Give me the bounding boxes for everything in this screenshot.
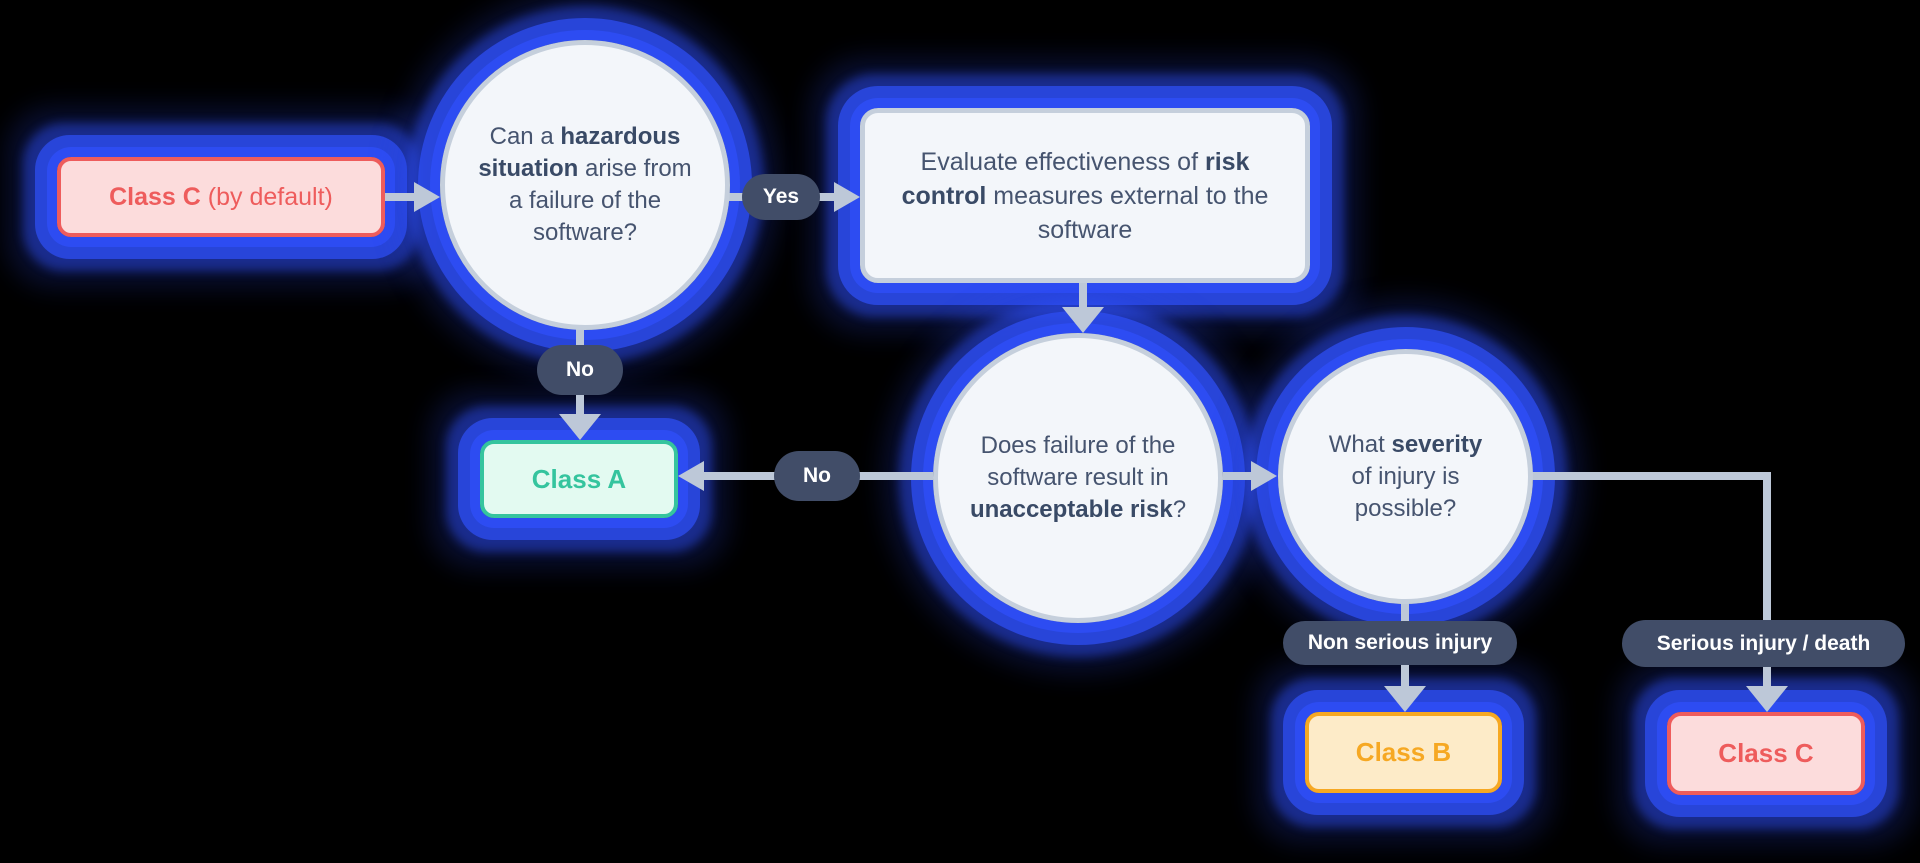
- arrowhead-no-to-classa: [559, 414, 601, 440]
- class-c-default-label: Class C (by default): [109, 182, 333, 211]
- decision-unacceptable-risk: Does failure of the software result in u…: [933, 333, 1223, 623]
- class-a-label: Class A: [531, 463, 627, 494]
- arrowhead-yes-to-evaluate: [834, 182, 860, 212]
- arrow-classc-to-hazard-shaft: [385, 193, 416, 201]
- arrow-risk-to-severity-shaft: [1223, 472, 1253, 480]
- class-c-label: Class C: [1718, 738, 1814, 768]
- arrow-severity-elbow-vertical: [1763, 472, 1771, 622]
- edge-label-serious-injury-death: Serious injury / death: [1622, 620, 1905, 667]
- arrow-yes-to-evaluate-shaft: [816, 193, 836, 201]
- arrow-hazard-to-no-shaft: [576, 329, 584, 347]
- class-b-label: Class B: [1355, 737, 1452, 767]
- node-class-c-default: Class C (by default): [57, 157, 385, 237]
- arrowhead-classc-to-hazard: [414, 182, 440, 212]
- arrow-risk-to-no-shaft: [856, 472, 933, 480]
- edge-label-no-risk: No: [774, 451, 860, 501]
- edge-label-yes: Yes: [742, 174, 820, 220]
- node-evaluate-risk-control: Evaluate effectiveness of risk control m…: [860, 108, 1310, 283]
- arrow-nonserious-to-classb-shaft: [1401, 663, 1409, 688]
- arrow-severity-to-nonserious-shaft: [1401, 600, 1409, 624]
- edge-label-non-serious-injury: Non serious injury: [1283, 621, 1517, 665]
- decision-injury-severity: What severity of injury is possible?: [1278, 349, 1533, 604]
- injury-severity-label: What severity of injury is possible?: [1328, 430, 1483, 522]
- arrowhead-risk-to-severity: [1251, 461, 1277, 491]
- arrowhead-no-to-classa-left: [678, 461, 704, 491]
- evaluate-risk-control-label: Evaluate effectiveness of risk control m…: [901, 147, 1269, 244]
- node-class-c: Class C: [1667, 712, 1865, 795]
- decision-hazardous-situation: Can a hazardous situation arise from a f…: [440, 40, 730, 330]
- arrow-hazard-to-yes-shaft: [728, 193, 748, 201]
- arrowhead-evaluate-to-risk: [1062, 307, 1104, 333]
- arrow-evaluate-to-risk-shaft: [1079, 282, 1087, 308]
- node-class-b: Class B: [1305, 712, 1502, 793]
- arrow-serious-to-classc-shaft: [1763, 665, 1771, 688]
- edge-label-no-hazard: No: [537, 345, 623, 395]
- arrowhead-nonserious-to-classb: [1384, 686, 1426, 712]
- arrow-no-risk-left-shaft: [702, 472, 778, 480]
- hazardous-situation-label: Can a hazardous situation arise from a f…: [478, 123, 692, 246]
- arrow-severity-elbow-horizontal: [1532, 472, 1771, 480]
- arrowhead-serious-to-classc: [1746, 686, 1788, 712]
- arrow-no-to-classa-shaft: [576, 393, 584, 415]
- node-class-a: Class A: [480, 440, 678, 518]
- unacceptable-risk-label: Does failure of the software result in u…: [969, 432, 1187, 523]
